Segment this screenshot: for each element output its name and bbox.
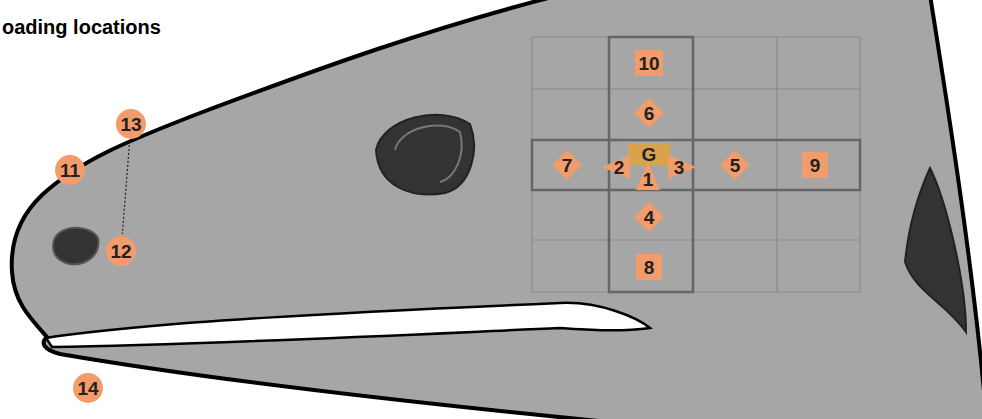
callout-number: 2 [614, 158, 625, 177]
figure-title: oading locations [2, 16, 161, 39]
loading-marker: 14 [73, 373, 103, 403]
loading-marker: 6 [634, 98, 664, 128]
callout-number: 9 [810, 156, 821, 175]
loading-marker: 11 [55, 155, 85, 185]
callout-number: 11 [60, 161, 80, 180]
loading-marker: 5 [720, 150, 750, 180]
callout-number: G [642, 145, 657, 164]
eye [376, 115, 474, 195]
mouth [46, 303, 650, 347]
callout-number: 7 [562, 156, 573, 175]
loading-marker: 10 [635, 50, 663, 76]
loading-marker: 7 [552, 150, 582, 180]
callout-number: 10 [638, 54, 659, 73]
loading-marker: 8 [636, 254, 662, 280]
callout-number: 13 [120, 115, 141, 134]
grid [532, 37, 860, 292]
loading-marker: G [628, 143, 670, 165]
callout-number: 6 [644, 104, 655, 123]
ear-opening [905, 168, 966, 332]
loading-marker: 3 [668, 155, 690, 179]
loading-marker: 1 [636, 168, 660, 190]
loading-marker: 4 [634, 202, 664, 232]
loading-marker: 12 [106, 236, 136, 266]
callout-number: 5 [730, 156, 741, 175]
nostril [53, 228, 98, 264]
grid-cross [532, 37, 860, 292]
loading-marker: 2 [608, 155, 630, 179]
loading-marker: 9 [802, 152, 828, 178]
callout-number: 3 [674, 158, 685, 177]
callout-number: 4 [644, 208, 655, 227]
callout-number: 14 [77, 379, 98, 398]
leader-line [122, 141, 129, 234]
eye-ridge [395, 126, 462, 182]
callout-number: 12 [110, 242, 131, 261]
callout-number: 8 [644, 258, 655, 277]
head-outline [12, 0, 982, 419]
loading-marker: 13 [116, 109, 146, 139]
callout-number: 1 [643, 170, 654, 189]
